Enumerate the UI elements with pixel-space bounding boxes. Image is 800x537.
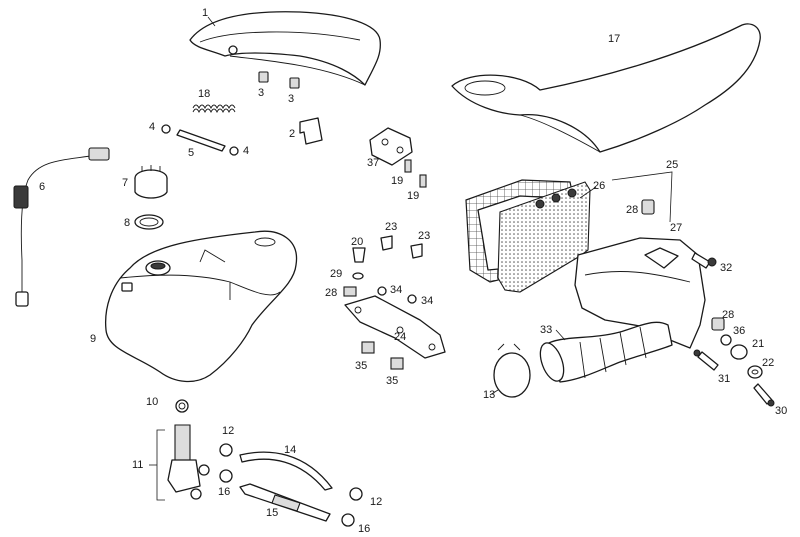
label-13: 13 bbox=[483, 389, 495, 401]
label-25: 25 bbox=[666, 159, 678, 171]
label-27: 27 bbox=[670, 222, 682, 234]
label-22: 22 bbox=[762, 357, 774, 369]
clamp-part bbox=[175, 399, 189, 413]
label-4b: 4 bbox=[243, 145, 249, 157]
bracket-part bbox=[299, 117, 323, 145]
fuel-sensor-part bbox=[13, 147, 110, 307]
pin-part bbox=[176, 129, 226, 152]
label-9: 9 bbox=[90, 333, 96, 345]
label-4a: 4 bbox=[149, 121, 155, 133]
label-34b: 34 bbox=[421, 295, 433, 307]
leader-lines bbox=[149, 16, 673, 501]
mounting-plate-part bbox=[369, 127, 413, 166]
bolt-32-part bbox=[691, 252, 717, 269]
mount-small-parts bbox=[343, 235, 423, 370]
label-35b: 35 bbox=[386, 375, 398, 387]
ring-clamp-part bbox=[493, 343, 531, 398]
hose-clamp-parts bbox=[219, 443, 363, 527]
label-24: 24 bbox=[394, 331, 406, 343]
label-3b: 3 bbox=[288, 93, 294, 105]
right-small-parts bbox=[693, 317, 775, 407]
label-10: 10 bbox=[146, 396, 158, 408]
label-6: 6 bbox=[39, 181, 45, 193]
label-14: 14 bbox=[284, 444, 296, 456]
label-35a: 35 bbox=[355, 360, 367, 372]
label-17: 17 bbox=[608, 33, 620, 45]
clip-parts bbox=[258, 71, 300, 89]
label-23b: 23 bbox=[418, 230, 430, 242]
label-29: 29 bbox=[330, 268, 342, 280]
label-23a: 23 bbox=[385, 221, 397, 233]
seal-ring-part bbox=[134, 214, 164, 230]
label-20: 20 bbox=[351, 236, 363, 248]
label-21: 21 bbox=[752, 338, 764, 350]
air-filter-part bbox=[497, 181, 591, 293]
label-33: 33 bbox=[540, 324, 552, 336]
label-19b: 19 bbox=[407, 190, 419, 202]
label-11: 11 bbox=[132, 459, 143, 471]
airbox-housing-part bbox=[574, 237, 706, 349]
label-7: 7 bbox=[122, 177, 128, 189]
intake-hose-part bbox=[539, 321, 673, 383]
label-37: 37 bbox=[367, 157, 379, 169]
label-12a: 12 bbox=[222, 425, 234, 437]
spring-part bbox=[192, 104, 236, 114]
nut-parts bbox=[161, 124, 239, 156]
tank-cover-part bbox=[189, 11, 381, 86]
label-8: 8 bbox=[124, 217, 130, 229]
label-1: 1 bbox=[202, 7, 208, 19]
label-15: 15 bbox=[266, 507, 278, 519]
fuel-hose-part bbox=[239, 451, 333, 491]
mount-bracket-part bbox=[344, 295, 446, 359]
label-12b: 12 bbox=[370, 496, 382, 508]
label-2: 2 bbox=[289, 128, 295, 140]
screw-parts bbox=[404, 159, 427, 188]
label-32: 32 bbox=[720, 262, 732, 274]
label-28c: 28 bbox=[722, 309, 734, 321]
label-16b: 16 bbox=[358, 523, 370, 535]
label-3a: 3 bbox=[258, 87, 264, 99]
fuel-tank-part bbox=[104, 230, 298, 383]
clip-top-part bbox=[641, 199, 655, 215]
label-26: 26 bbox=[593, 180, 605, 192]
seat-part bbox=[451, 23, 761, 153]
fuel-cap-part bbox=[134, 165, 168, 199]
label-18: 18 bbox=[198, 88, 210, 100]
label-30: 30 bbox=[775, 405, 787, 417]
label-34a: 34 bbox=[390, 284, 402, 296]
label-36: 36 bbox=[733, 325, 745, 337]
label-31: 31 bbox=[718, 373, 730, 385]
fuel-filter-part bbox=[239, 483, 331, 522]
label-28a: 28 bbox=[626, 204, 638, 216]
label-16a: 16 bbox=[218, 486, 230, 498]
label-5: 5 bbox=[188, 147, 194, 159]
fuel-tap-part bbox=[167, 424, 210, 500]
label-28b: 28 bbox=[325, 287, 337, 299]
label-19a: 19 bbox=[391, 175, 403, 187]
